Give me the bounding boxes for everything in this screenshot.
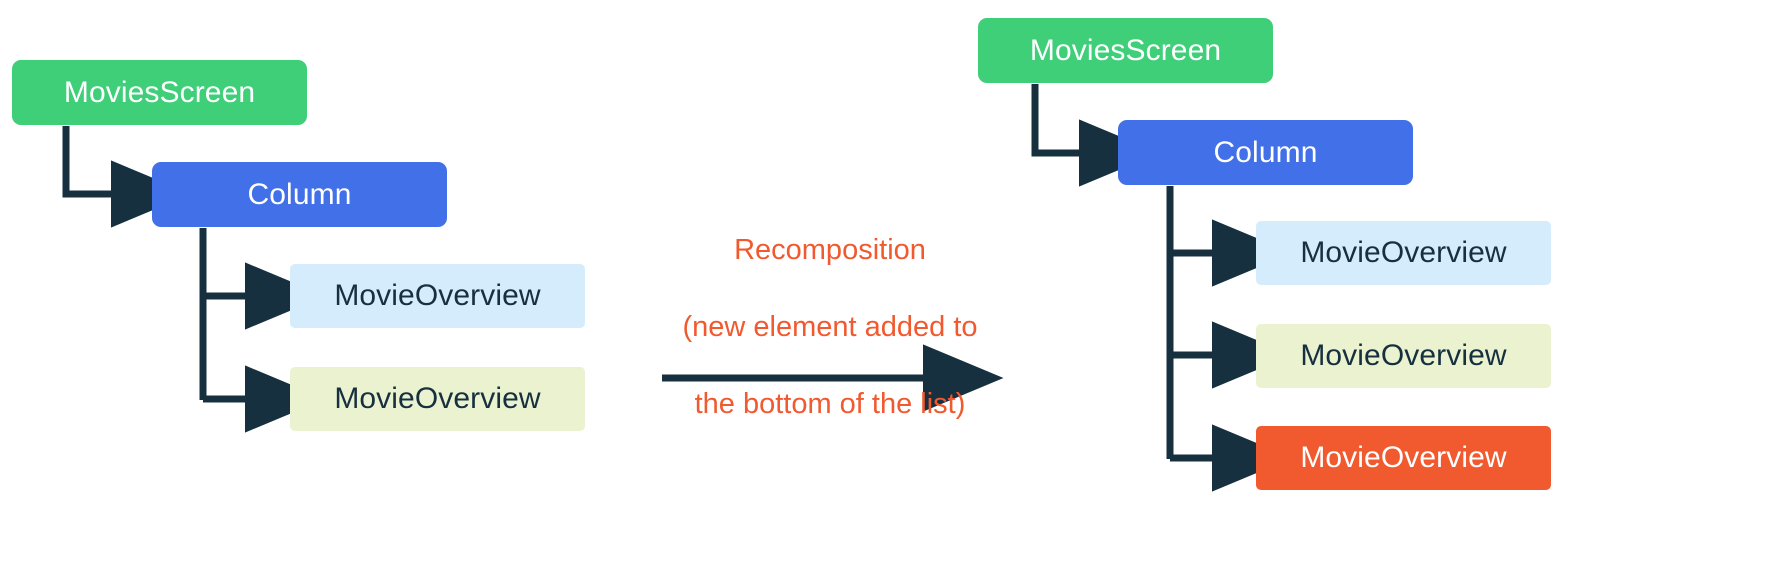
node-label: Column xyxy=(247,177,352,211)
recomposition-caption: Recomposition (new element added to the … xyxy=(640,192,1020,462)
node-label: MovieOverview xyxy=(334,279,541,312)
node-movie-overview-1-after[interactable]: MovieOverview xyxy=(1256,221,1551,285)
node-label: Column xyxy=(1213,135,1318,169)
node-label: MovieOverview xyxy=(334,382,541,415)
caption-line-3: the bottom of the list) xyxy=(694,387,966,420)
node-label: MovieOverview xyxy=(1300,339,1507,372)
node-column-before[interactable]: Column xyxy=(152,162,447,227)
node-column-after[interactable]: Column xyxy=(1118,120,1413,185)
node-movies-screen-before[interactable]: MoviesScreen xyxy=(12,60,307,125)
edge-moviesscreen-to-column-right xyxy=(1031,84,1160,187)
node-movie-overview-2-before[interactable]: MovieOverview xyxy=(290,367,585,431)
node-movie-overview-2-after[interactable]: MovieOverview xyxy=(1256,324,1551,388)
edge-column-to-children-left xyxy=(199,228,326,433)
node-label: MovieOverview xyxy=(1300,441,1507,474)
edge-column-to-children-right xyxy=(1166,186,1293,492)
node-label: MoviesScreen xyxy=(1029,33,1222,67)
node-movie-overview-3-new-after[interactable]: MovieOverview xyxy=(1256,426,1551,490)
node-movie-overview-1-before[interactable]: MovieOverview xyxy=(290,264,585,328)
caption-line-1: Recomposition xyxy=(734,233,926,266)
node-label: MovieOverview xyxy=(1300,236,1507,269)
edge-moviesscreen-to-column-left xyxy=(62,126,192,228)
caption-line-2: (new element added to xyxy=(682,310,978,343)
node-movies-screen-after[interactable]: MoviesScreen xyxy=(978,18,1273,83)
node-label: MoviesScreen xyxy=(63,75,256,109)
